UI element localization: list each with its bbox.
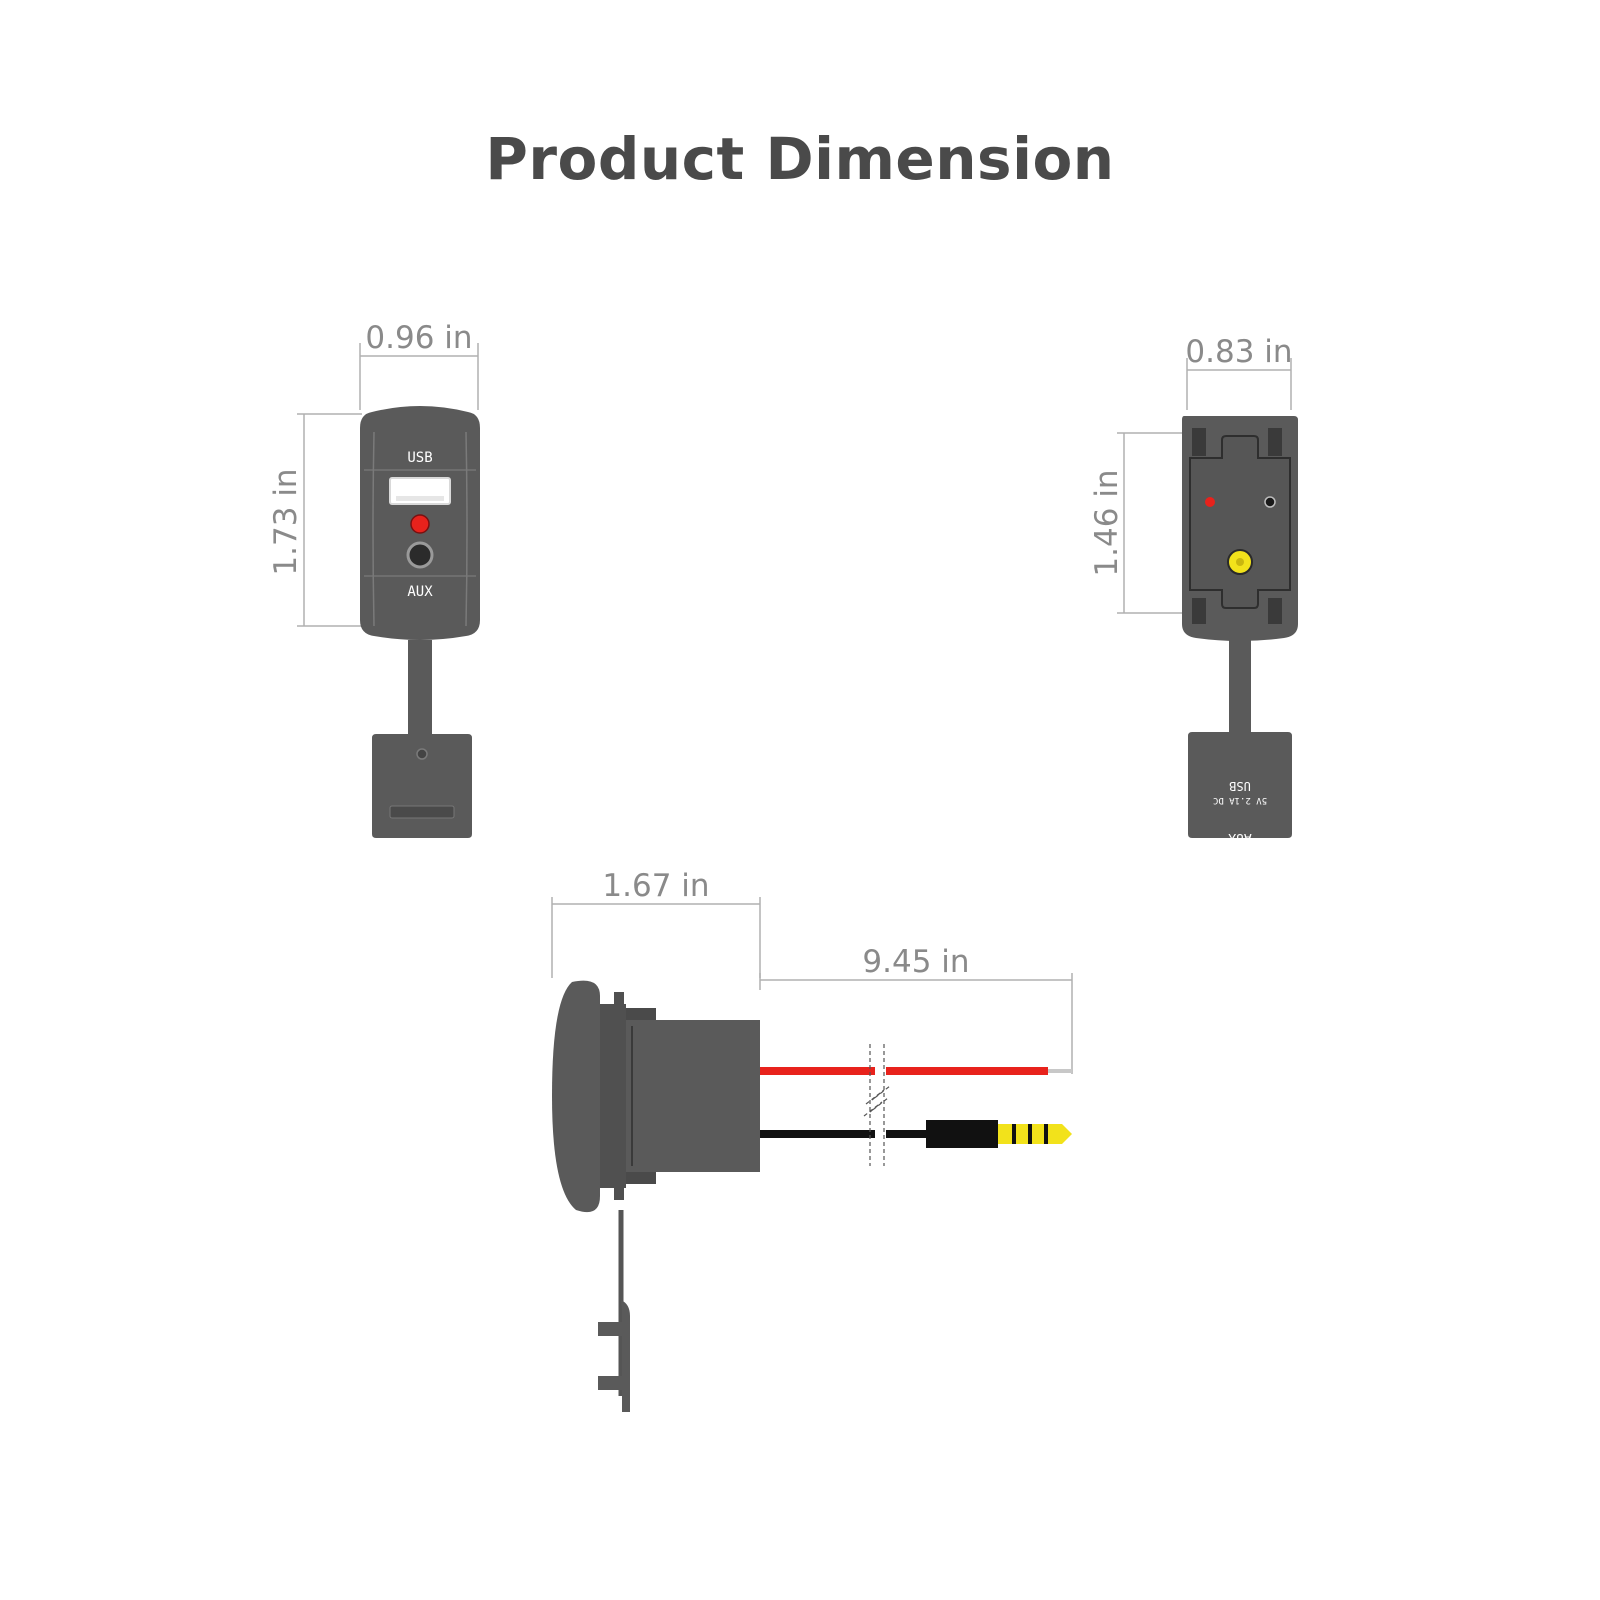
front-width-label: 0.96 in [365, 320, 472, 356]
cable-length-label: 9.45 in [862, 944, 969, 980]
back-clip-bottom-right [1268, 598, 1282, 624]
side-flange-tab-bottom [614, 1186, 624, 1200]
red-wire-bare-end [1048, 1069, 1072, 1073]
cable-length-dimension [759, 973, 1073, 1074]
cable-break-marks [863, 1044, 891, 1166]
usb-port-tongue [396, 496, 444, 501]
back-pin-icon [1264, 496, 1276, 508]
aux-plug-ring-2 [1028, 1124, 1032, 1144]
body-depth-label: 1.67 in [602, 868, 709, 904]
back-dust-cap [1188, 732, 1292, 838]
front-cover-strap [408, 640, 432, 740]
back-clip-top-left [1192, 428, 1206, 456]
front-width-dimension [359, 343, 479, 410]
aux-plug-housing [926, 1120, 998, 1148]
aux-plug-ring-1 [1012, 1124, 1016, 1144]
side-flange-tab-top [614, 992, 624, 1006]
body-depth-dimension [551, 897, 761, 978]
back-aux-label: AUX [1228, 830, 1252, 845]
side-flange [600, 1004, 626, 1188]
back-usb-label: USB [1229, 779, 1251, 793]
front-panel-bevel-right [465, 431, 468, 627]
back-cap-labels: AUX 5V 2.1A DC USB [1213, 779, 1267, 845]
side-nut-bottom [626, 1172, 656, 1184]
aux-plug-tip [1062, 1124, 1072, 1144]
side-view: 1.67 in 9.45 in [551, 868, 1073, 1412]
back-red-led-icon [1205, 497, 1215, 507]
back-clip-top-right [1268, 428, 1282, 456]
back-cover-strap [1229, 640, 1251, 736]
usb-label: USB [407, 450, 432, 466]
red-wire-segment-1 [760, 1067, 875, 1075]
back-view: 0.83 in 1.46 in AUX 5V 2.1A DC USB [1089, 334, 1298, 845]
aux-jack-icon [406, 541, 434, 569]
black-wire-segment-2 [886, 1130, 926, 1138]
side-bezel [552, 980, 600, 1213]
back-clip-bottom-left [1192, 598, 1206, 624]
side-dust-cap [621, 1300, 630, 1412]
dust-cap-grip [389, 805, 455, 819]
front-height-dimension [297, 413, 362, 627]
front-view: 0.96 in 1.73 in USB AUX [268, 320, 480, 838]
page-title: Product Dimension [485, 125, 1115, 193]
dust-cap-rivet [416, 748, 428, 760]
front-height-label: 1.73 in [268, 468, 304, 575]
side-dust-cap-lug-top [598, 1322, 622, 1336]
front-panel-bevel-left [372, 431, 375, 627]
black-wire-segment-1 [760, 1130, 875, 1138]
back-housing [1189, 435, 1291, 609]
side-body [626, 1020, 760, 1172]
back-width-dimension [1186, 358, 1292, 410]
aux-plug-ring-3 [1044, 1124, 1048, 1144]
side-dust-cap-lug-bottom [598, 1376, 622, 1390]
back-width-label: 0.83 in [1185, 334, 1292, 370]
back-height-label: 1.46 in [1089, 469, 1125, 576]
side-nut-top [626, 1008, 656, 1020]
yellow-connector-core [1236, 558, 1244, 566]
red-wire-segment-2 [886, 1067, 1048, 1075]
red-led-icon [410, 514, 430, 534]
aux-label: AUX [407, 584, 433, 600]
back-rating-label: 5V 2.1A DC [1213, 795, 1267, 805]
